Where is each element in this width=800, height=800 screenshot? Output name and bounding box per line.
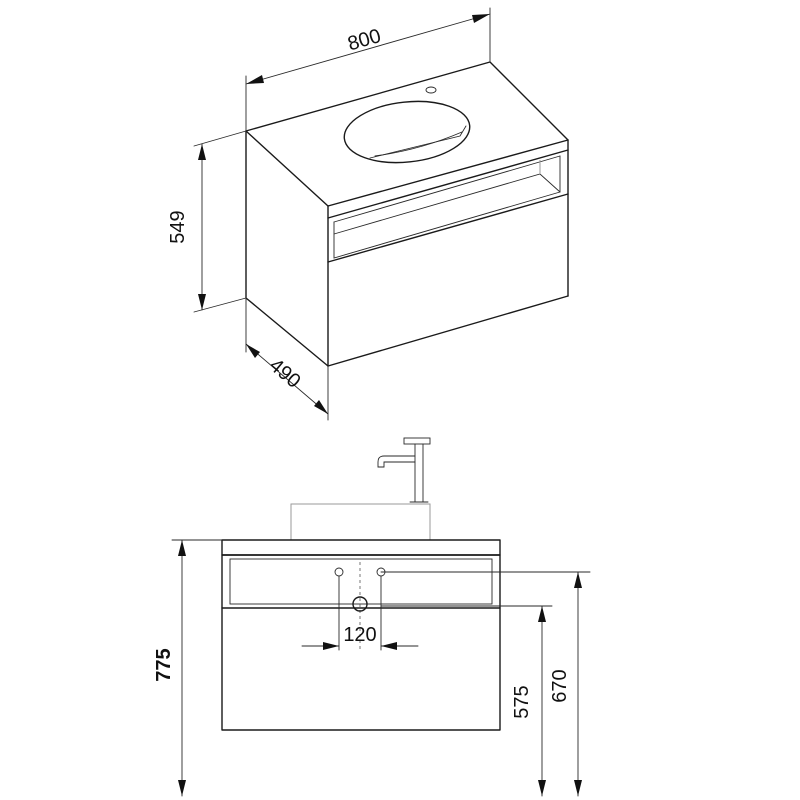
height-670-label: 670 xyxy=(549,669,571,702)
iso-drawer-front xyxy=(327,193,569,263)
iso-width-dimension xyxy=(245,7,491,132)
total-height-dimension xyxy=(171,539,223,797)
front-view: 120 775 575 670 xyxy=(153,437,591,797)
iso-open-shelf xyxy=(333,155,561,259)
total-height-label: 775 xyxy=(153,648,175,681)
faucet-icon xyxy=(377,437,431,503)
height-575-label: 575 xyxy=(511,685,533,718)
hole-spacing-label: 120 xyxy=(343,624,376,646)
iso-width-label: 800 xyxy=(345,25,383,55)
water-hole-left-icon xyxy=(334,567,344,577)
height-670-dimension xyxy=(380,571,591,797)
front-basin xyxy=(290,503,436,541)
drain-hole-icon xyxy=(352,596,368,612)
hole-spacing-dimension xyxy=(301,575,419,651)
height-575-dimension xyxy=(380,605,553,797)
isometric-view: 800 549 490 xyxy=(167,7,569,421)
front-open-shelf xyxy=(229,558,493,605)
iso-height-dimension xyxy=(193,130,247,313)
front-countertop xyxy=(221,539,501,556)
iso-cabinet-outline xyxy=(245,61,569,367)
tap-hole-icon xyxy=(425,86,437,94)
iso-height-label: 549 xyxy=(167,210,189,243)
iso-depth-label: 490 xyxy=(265,354,305,392)
iso-depth-dimension xyxy=(245,297,329,421)
iso-washbasin xyxy=(343,86,471,164)
front-cabinet xyxy=(221,554,501,731)
